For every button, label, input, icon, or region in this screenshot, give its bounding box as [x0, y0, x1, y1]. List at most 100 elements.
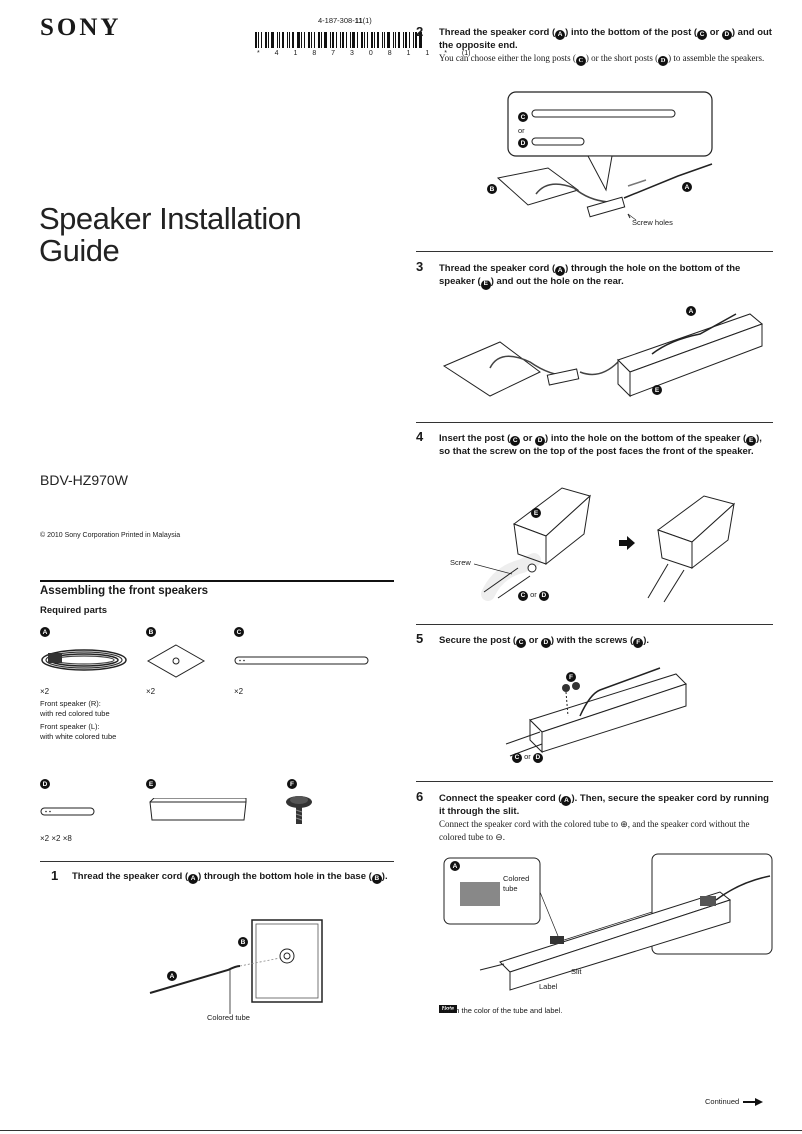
step5-letter-f: F [633, 638, 644, 649]
step1-text: Thread the speaker cord (A) through the … [72, 871, 390, 885]
step5-letter-c: C [516, 638, 527, 649]
page-title: Speaker Installation Guide [39, 201, 302, 267]
step4-letter-d: D [535, 436, 546, 447]
step4-text-b: or [520, 433, 536, 444]
part-number-prefix: 4-187-308- [318, 16, 355, 25]
model-number: BDV-HZ970W [40, 472, 128, 488]
arrow-right-icon [743, 1098, 764, 1106]
barcode-bar [332, 32, 334, 48]
barcode-bar [324, 32, 327, 48]
step3-illustration [442, 313, 763, 398]
barcode-bar [277, 32, 278, 48]
step3-callout-e: E [652, 385, 662, 395]
barcode-bar [289, 32, 290, 48]
step2-illustration [496, 91, 713, 221]
part-a-qty: ×2 [40, 687, 50, 696]
barcode-bar [377, 32, 379, 48]
barcode-bar [387, 32, 390, 48]
part-number-suffix: (1) [362, 16, 372, 25]
barcode-bar [409, 32, 410, 48]
barcode-bar [415, 32, 417, 48]
sony-logo: SONY [40, 14, 122, 41]
barcode-bar [255, 32, 257, 48]
step5-divider [416, 624, 773, 625]
step6-text: Connect the speaker cord (A). Then, secu… [439, 793, 773, 819]
barcode-bar [318, 32, 320, 48]
step6-text-b: ). Then, secure the speaker cord by runn… [439, 793, 769, 818]
section-heading: Assembling the front speakers [40, 585, 209, 597]
step3-number: 3 [416, 259, 424, 274]
step4-text-d: ), so that the screw on the top of the p… [439, 433, 762, 458]
step2-screw-holes-label: Screw holes [632, 218, 673, 227]
step4-number: 4 [416, 429, 424, 444]
part-a-note-2: with red colored tube [40, 709, 110, 718]
barcode-bar [352, 32, 355, 48]
barcode-bar [268, 32, 269, 48]
barcode-bar [292, 32, 294, 48]
note-badge: Note [439, 1005, 458, 1013]
barcode-bar [261, 32, 262, 48]
barcode-digits: * 4 1 8 7 3 0 8 1 1 * (1) [257, 50, 470, 57]
step2-text-a: Thread the speaker cord ( [439, 27, 556, 38]
part-a-label: A [40, 627, 50, 637]
step4-callout-d: D [538, 590, 549, 601]
parts-row2-qty: ×2 ×2 ×8 [40, 834, 72, 843]
page-title-line1: Speaker Installation [39, 201, 302, 236]
step1-number: 1 [51, 868, 59, 883]
step5-letter-d: D [540, 638, 551, 649]
required-parts-heading: Required parts [40, 605, 108, 616]
part-d-label: D [40, 779, 50, 789]
step6-label-label: Label [539, 982, 558, 991]
barcode-bar [271, 32, 274, 48]
step4-divider [416, 422, 773, 423]
speaker-illustration [149, 798, 247, 821]
step1-text-b: ) through the bottom hole in the base ( [198, 871, 372, 882]
step6-text-a: Connect the speaker cord ( [439, 793, 562, 804]
step2-note-b: ) or the short posts ( [585, 53, 659, 63]
barcode-bar [301, 32, 302, 48]
step6-letter-a: A [561, 796, 572, 807]
step2-or-label: or [518, 126, 525, 135]
step6-number: 6 [416, 789, 424, 804]
copyright: © 2010 Sony Corporation Printed in Malay… [40, 532, 181, 539]
barcode-bar [330, 32, 331, 48]
part-a-note-1: Front speaker (R): [40, 699, 101, 708]
barcode-bar [361, 32, 363, 48]
step2-note-c: ) to assemble the speakers. [668, 53, 765, 63]
barcode-bar [304, 32, 305, 48]
step2-text: Thread the speaker cord (A) into the bot… [439, 27, 773, 53]
part-number-bold: 11 [354, 16, 363, 25]
step4-text: Insert the post (C or D) into the hole o… [439, 433, 773, 459]
barcode-bar [403, 32, 404, 48]
barcode-bar [308, 32, 310, 48]
step3-divider [416, 251, 773, 252]
step2-letter-a: A [555, 30, 566, 41]
step2-note-a: You can choose either the long posts ( [439, 53, 576, 63]
continued-indicator: Continued [705, 1097, 764, 1107]
barcode [255, 32, 425, 48]
speaker-cord-illustration [41, 649, 127, 671]
barcode-bar [340, 32, 341, 48]
barcode-bar [371, 32, 373, 48]
step2-note-letter-d: D [658, 56, 669, 67]
step5-or-label: or [524, 752, 531, 761]
step2-note-letter-c: C [575, 56, 586, 67]
step2-note: You can choose either the long posts (C)… [439, 52, 773, 67]
step3-callout-a: A [686, 306, 696, 316]
short-post-illustration [40, 807, 95, 816]
step2-number: 2 [416, 24, 424, 39]
continued-label: Continued [705, 1097, 740, 1106]
barcode-bar [364, 32, 365, 48]
step3-text-b: ) through the hole on the bottom of the … [439, 263, 741, 288]
step1-callout-b: B [238, 937, 248, 947]
step4-text-c: ) into the hole on the bottom of the spe… [545, 433, 747, 444]
barcode-bar [405, 32, 407, 48]
step1-callout-a: A [167, 971, 177, 981]
step4-illustration-right [647, 495, 736, 603]
part-a-note-3: Front speaker (L): [40, 722, 100, 731]
part-c-label: C [234, 627, 244, 637]
step6-illustration [443, 853, 773, 991]
step6-note: Connect the speaker cord with the colore… [439, 819, 750, 842]
barcode-bar [311, 32, 312, 48]
barcode-bar [342, 32, 344, 48]
